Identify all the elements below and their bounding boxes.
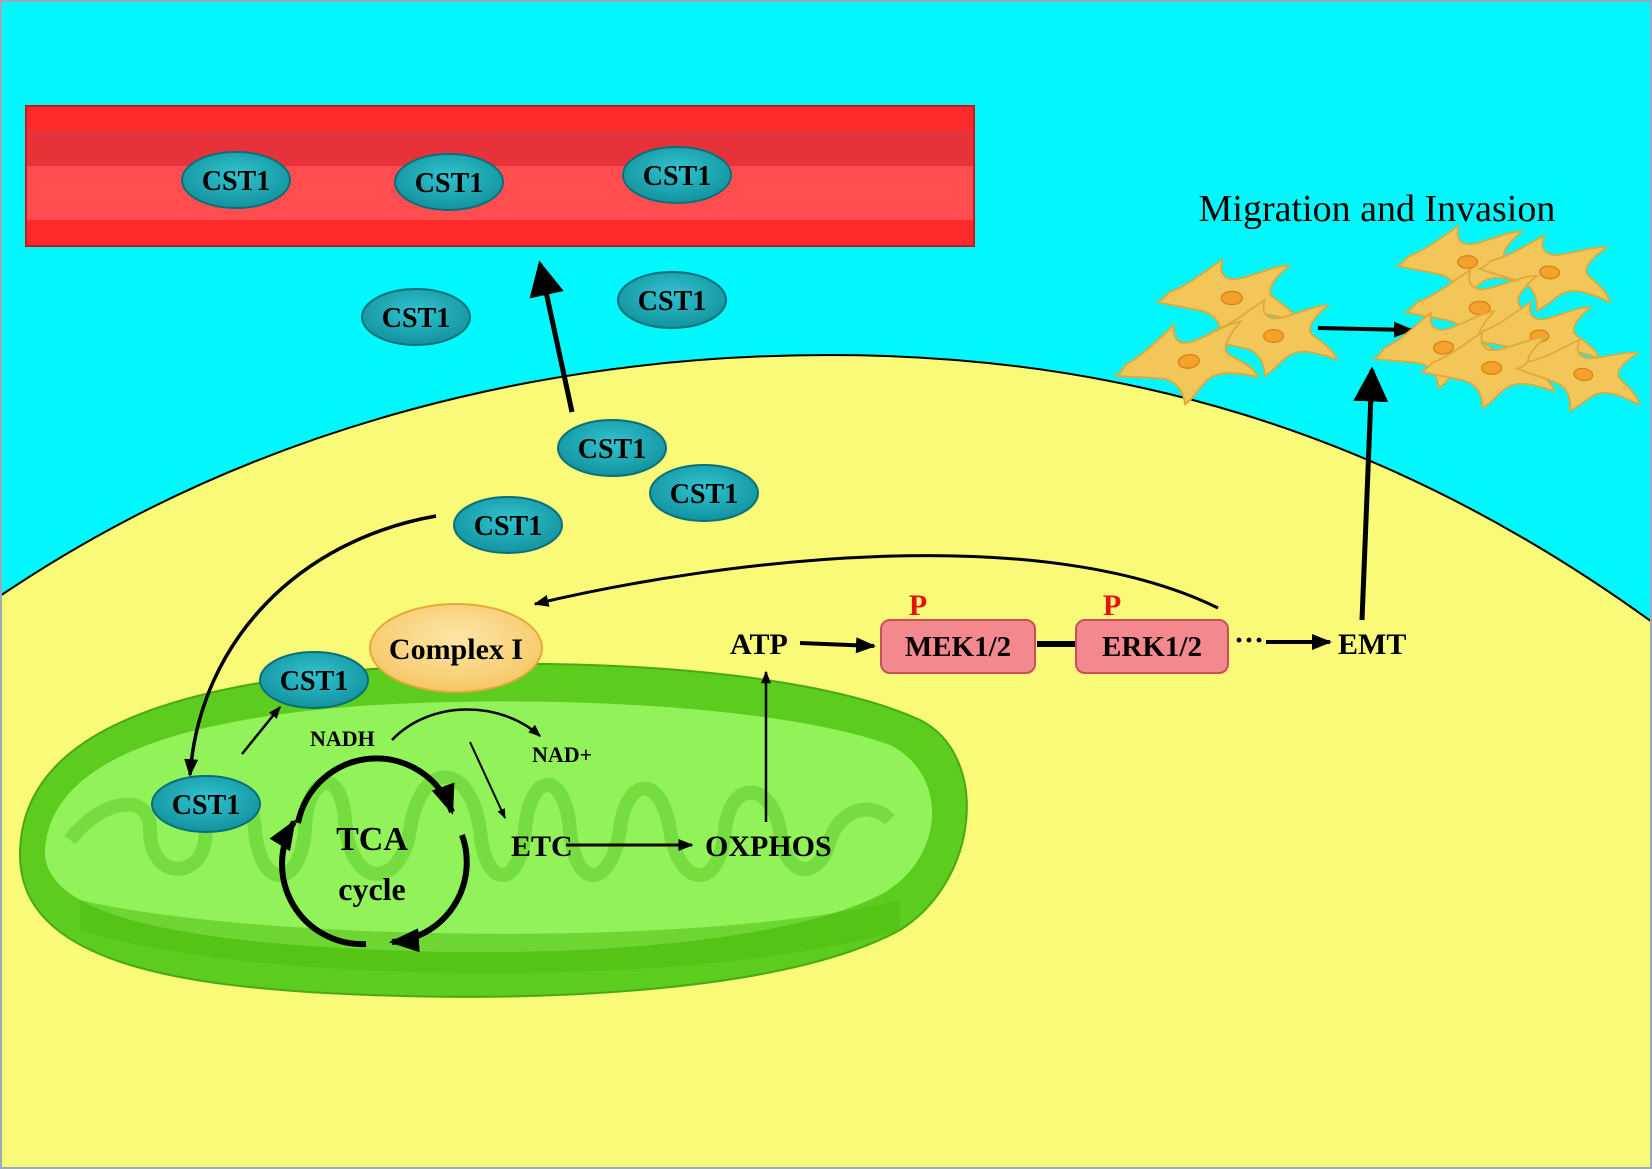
cst1-label: CST1 <box>638 286 706 317</box>
cst1-label: CST1 <box>172 790 240 821</box>
cst1-vessel-2: CST1 <box>394 153 504 211</box>
nadh-etc-arrow <box>469 741 506 819</box>
tca-label-line2: cycle <box>338 871 406 907</box>
tca-label-line1: TCA <box>336 821 408 858</box>
cst1-label: CST1 <box>670 479 738 510</box>
atp-mek-arrow <box>799 637 876 654</box>
cst1-label: CST1 <box>578 434 646 465</box>
erk-box: ERK1/2 P <box>1075 589 1229 674</box>
cst1-cytoplasm-2: CST1 <box>649 464 759 522</box>
cst1-label: CST1 <box>474 511 542 542</box>
cst1-cytoplasm-3: CST1 <box>453 496 563 554</box>
tca-cycle: TCA cycle <box>269 755 470 953</box>
cst1-vessel-3: CST1 <box>622 146 732 204</box>
cst1-cytoplasm-1: CST1 <box>557 419 667 477</box>
cst1-label: CST1 <box>643 161 711 192</box>
cst1-label: CST1 <box>382 303 450 334</box>
cst1-vessel-1: CST1 <box>181 151 291 209</box>
cst1-secreted-2: CST1 <box>617 271 727 329</box>
oxphos-label: OXPHOS <box>705 830 832 863</box>
nad-plus-label: NAD+ <box>532 742 592 767</box>
cell-spread-arrow <box>1317 321 1414 338</box>
atp-label: ATP <box>730 628 788 661</box>
cst1-label: CST1 <box>415 168 483 199</box>
cst1-to-complex-arrow <box>241 706 281 755</box>
ellipsis-label: ··· <box>1234 624 1264 657</box>
complex-i-label: Complex I <box>389 633 523 666</box>
cst1-label: CST1 <box>202 166 270 197</box>
cst1-mitochondrial: CST1 <box>151 775 261 833</box>
cst1-secreted-1: CST1 <box>361 288 471 346</box>
erk-feedback-arrow <box>533 554 1219 610</box>
erk-label: ERK1/2 <box>1102 631 1202 663</box>
cst1-complex-bound: CST1 <box>259 651 369 709</box>
mek-box: MEK1/2 P <box>880 589 1036 674</box>
nadh-label: NADH <box>310 726 375 751</box>
emt-label: EMT <box>1338 628 1406 661</box>
mek-label: MEK1/2 <box>905 631 1011 663</box>
cst1-import-arrow <box>184 514 437 777</box>
nadh-nad-arrow <box>391 708 541 741</box>
mek-phospho-label: P <box>909 589 927 622</box>
etc-label: ETC <box>511 830 573 863</box>
emt-migration-arrow <box>1353 366 1389 621</box>
erk-phospho-label: P <box>1103 589 1121 622</box>
migration-label: Migration and Invasion <box>1199 188 1556 230</box>
secretion-arrow <box>529 260 575 413</box>
complex-i: Complex I <box>369 603 543 693</box>
cst1-label: CST1 <box>280 666 348 697</box>
